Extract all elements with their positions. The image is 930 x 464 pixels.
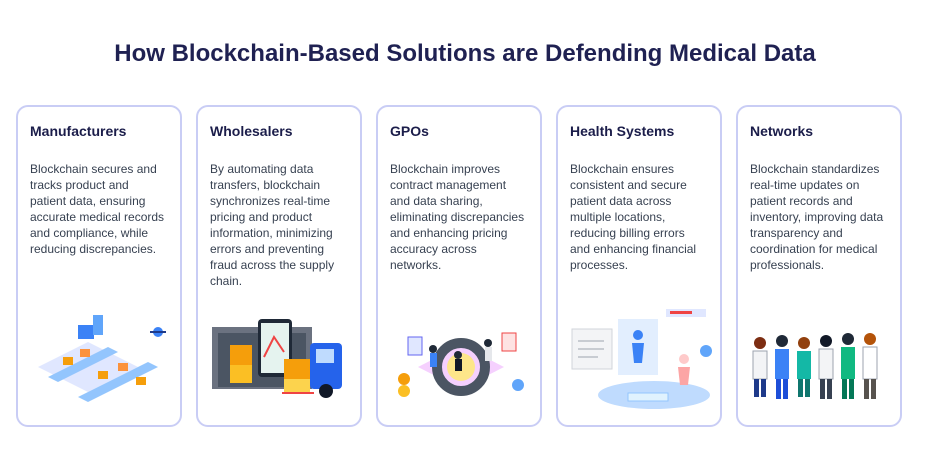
medical-staff-illustration: [738, 297, 900, 417]
card-heading: Manufacturers: [30, 123, 127, 139]
card-body: Blockchain improves contract management …: [390, 162, 525, 272]
page-title: How Blockchain-Based Solutions are Defen…: [114, 40, 816, 67]
data-sharing-illustration: [378, 297, 540, 417]
card-heading: Health Systems: [570, 123, 675, 139]
card-body: Blockchain standardizes real-time update…: [750, 162, 884, 272]
health-hologram-illustration: [558, 297, 720, 417]
card-body: Blockchain ensures consistent and secure…: [570, 162, 697, 272]
card-body: Blockchain secures and tracks product an…: [30, 162, 165, 256]
card-heading: Wholesalers: [210, 123, 293, 139]
card-gpos: GPOs Blockchain improves contract manage…: [376, 105, 542, 427]
factory-conveyor-illustration: [18, 297, 180, 417]
card-wholesalers: Wholesalers By automating data transfers…: [196, 105, 362, 427]
card-heading: Networks: [750, 123, 814, 139]
card-heading: GPOs: [390, 123, 429, 139]
card-health-systems: Health Systems Blockchain ensures consis…: [556, 105, 722, 427]
card-networks: Networks Blockchain standardizes real-ti…: [736, 105, 902, 427]
card-body: By automating data transfers, blockchain…: [210, 162, 335, 288]
delivery-truck-illustration: [198, 297, 360, 417]
cards-row: Manufacturers Blockchain secures and tra…: [16, 105, 902, 427]
card-manufacturers: Manufacturers Blockchain secures and tra…: [16, 105, 182, 427]
